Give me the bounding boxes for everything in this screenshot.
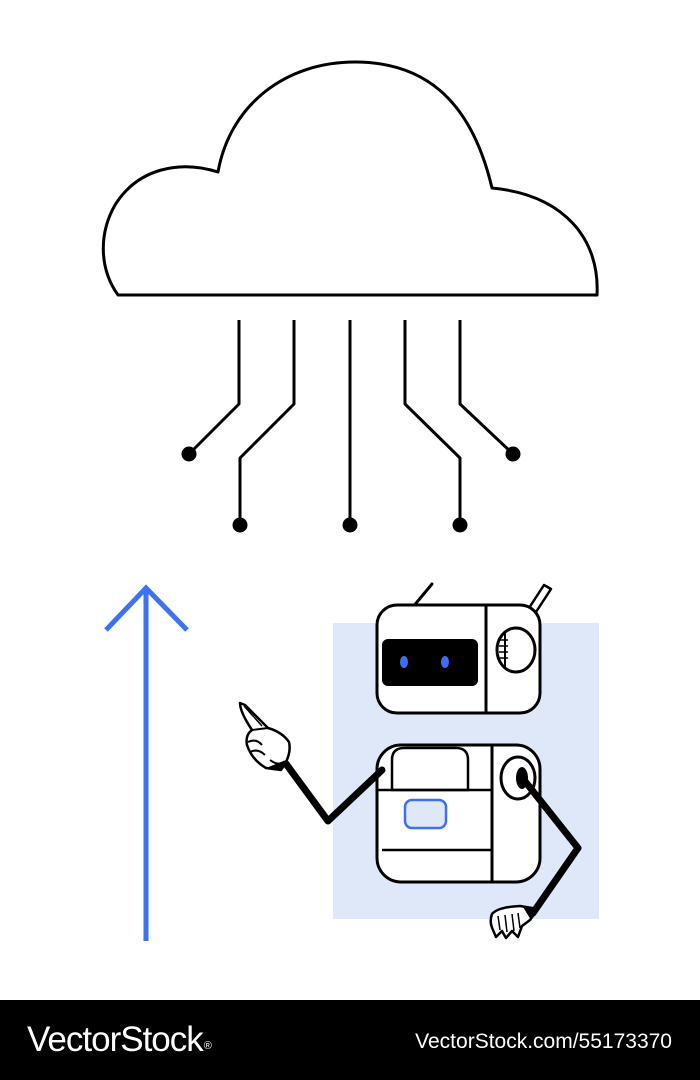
- head-knob-icon: [495, 626, 537, 674]
- circuit-lines: [187, 320, 515, 525]
- robot-arm-right: [520, 776, 582, 917]
- robot-visor: [382, 639, 478, 686]
- circuit-line-1: [187, 320, 241, 456]
- circuit-line-4: [403, 320, 462, 525]
- circuit-node: [181, 446, 197, 462]
- robot-eye-right: [441, 656, 449, 668]
- brand-trademark: ®: [203, 1040, 212, 1052]
- circuit-line-2: [238, 320, 296, 525]
- stock-id: VectorStock.com/55173370: [415, 1030, 672, 1053]
- circuit-line-5: [458, 320, 515, 456]
- watermark-footer: VectorStock® VectorStock.com/55173370: [0, 1000, 700, 1080]
- cloud-icon: [101, 60, 599, 297]
- robot-arm-left: [277, 753, 386, 825]
- circuit-node: [505, 446, 521, 462]
- circuit-node: [232, 517, 248, 533]
- body-screen: [403, 798, 448, 830]
- pointing-hand-icon: [238, 701, 291, 772]
- illustration: [101, 60, 599, 941]
- circuit-node: [452, 517, 468, 533]
- brand-name: VectorStock: [27, 1020, 204, 1059]
- hand-right-icon: [489, 904, 540, 940]
- robot-eye-left: [400, 656, 408, 668]
- circuit-node: [342, 517, 358, 533]
- robot-illustration: [238, 582, 582, 940]
- robot-body: [375, 743, 542, 884]
- brand-logo: VectorStock®: [27, 1018, 212, 1062]
- up-arrow-icon: [104, 584, 189, 941]
- circuit-nodes: [181, 446, 521, 533]
